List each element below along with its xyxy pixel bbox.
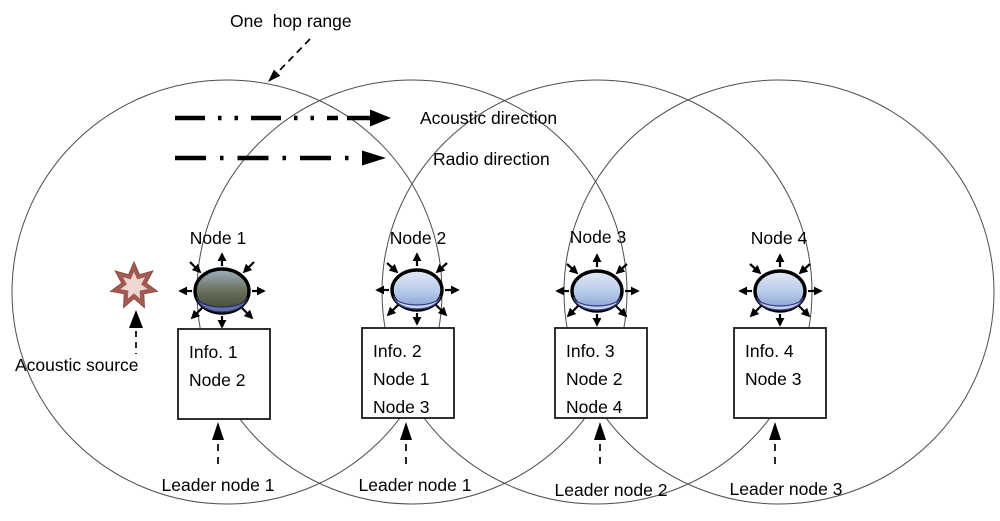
acoustic-source-star-inner-icon (120, 272, 148, 299)
node-2-info-line: Info. 2 (373, 341, 422, 361)
node-1-disk-rim (196, 296, 248, 313)
leader-2-label: Leader node 1 (359, 475, 472, 495)
legend-acoustic-label: Acoustic direction (420, 108, 557, 128)
node-2-info-box (361, 327, 455, 419)
leader-2-arrowhead-icon (400, 422, 412, 440)
node-2-group: Node 2 Info. 2 Node 1 Node 3 Leader node… (359, 228, 472, 495)
node-3-info-line: Node 2 (566, 369, 622, 389)
one-hop-range-callout: One hop range (230, 11, 352, 82)
node-3-info-box (554, 327, 648, 419)
node-4-info-box (733, 327, 827, 419)
one-hop-range-pointer-arrowhead-icon (268, 69, 281, 82)
leader-3-label: Leader node 2 (555, 480, 668, 500)
legend-radio-label: Radio direction (433, 149, 550, 169)
node-4-group: Node 4 Info. 4 Node 3 Leader node 3 (730, 228, 843, 499)
node-3-group: Node 3 Info. 3 Node 2 Node 4 Leader node… (554, 227, 668, 500)
acoustic-arrowhead-icon (370, 109, 391, 127)
leader-4-label: Leader node 3 (730, 479, 843, 499)
node-3-info-line: Node 4 (566, 397, 623, 417)
node-2-label: Node 2 (390, 228, 446, 248)
node-4-label: Node 4 (751, 228, 808, 248)
node-1-info-line: Info. 1 (189, 342, 238, 362)
node-4-info-line: Info. 4 (745, 341, 794, 361)
node-3-label: Node 3 (570, 227, 626, 247)
node-1-label: Node 1 (190, 228, 246, 248)
node-2-disk-rim (393, 295, 441, 310)
node-4-radiating-arrows-icon (738, 253, 823, 327)
leader-4-arrowhead-icon (769, 422, 781, 440)
node-1-info-line: Node 2 (189, 370, 245, 390)
leader-3-arrowhead-icon (594, 422, 606, 440)
node-4-disk-rim (756, 296, 804, 311)
node-2-info-line: Node 3 (373, 397, 429, 417)
legend: Acoustic direction Radio direction (175, 108, 557, 169)
acoustic-source-label: Acoustic source (15, 355, 139, 375)
node-2-disk-icon (390, 268, 444, 312)
node-1-group: Node 1 Info. 1 Node 2 Leader node 1 (162, 228, 275, 495)
legend-radio-row: Radio direction (175, 149, 550, 169)
acoustic-source-pointer-arrowhead-icon (129, 310, 143, 328)
node-2-radiating-arrows-icon (375, 252, 460, 326)
node-1-disk-icon (193, 267, 251, 315)
one-hop-range-label: One hop range (230, 11, 352, 31)
node-3-radiating-arrows-icon (555, 253, 640, 327)
node-3-info-line: Info. 3 (566, 341, 615, 361)
node-3-disk-icon (570, 269, 624, 313)
radio-arrowhead-icon (362, 150, 386, 166)
one-hop-range-circles (11, 79, 995, 505)
legend-acoustic-row: Acoustic direction (175, 108, 557, 128)
node-2-info-line: Node 1 (373, 369, 429, 389)
one-hop-range-pointer-line (277, 38, 311, 73)
acoustic-source: Acoustic source (15, 260, 159, 375)
node-1-info-box (177, 328, 271, 420)
leader-1-arrowhead-icon (212, 422, 224, 440)
node-1-radiating-arrows-icon (178, 252, 266, 329)
node-3-disk-rim (573, 296, 621, 311)
node-4-disk-icon (753, 269, 807, 313)
node-4-info-line: Node 3 (745, 369, 801, 389)
leader-1-label: Leader node 1 (162, 475, 275, 495)
